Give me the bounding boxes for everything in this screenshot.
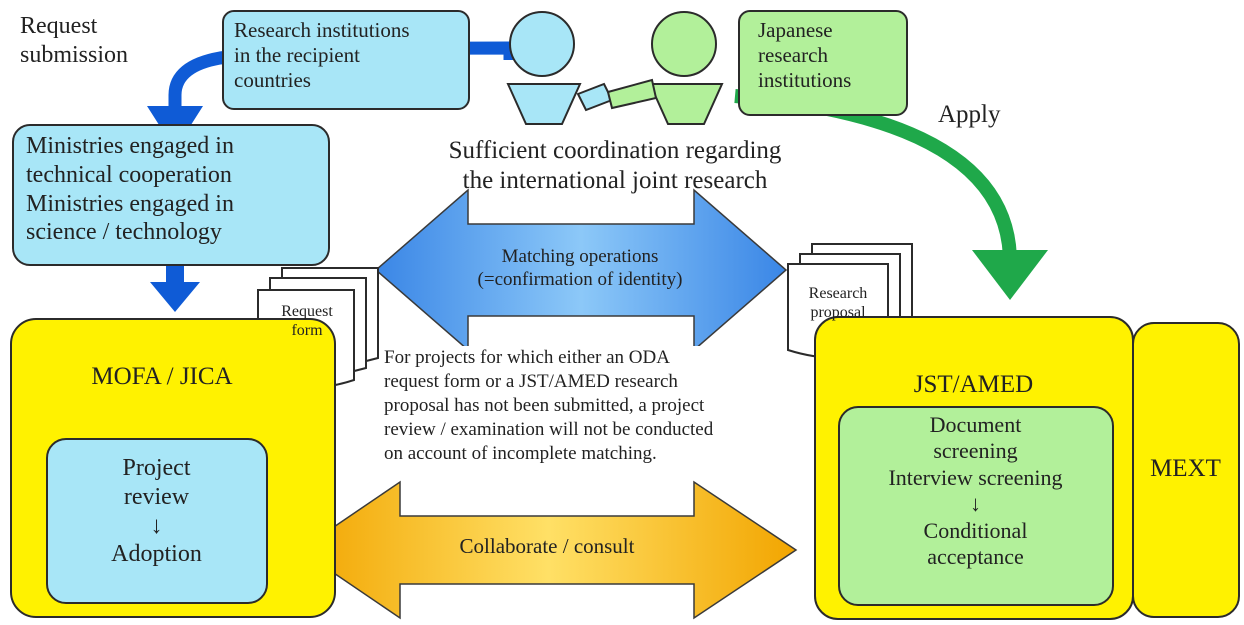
japanese-researcher-figure (648, 11, 724, 125)
ministries-text: Ministries engaged in technical cooperat… (26, 133, 234, 246)
screening-box: Document screening Interview screening ↓… (838, 406, 1114, 606)
recipient-institutions-box: Research institutions in the recipient c… (222, 10, 470, 110)
japanese-institutions-text: Japanese research institutions (758, 18, 852, 93)
ministries-box: Ministries engaged in technical cooperat… (12, 124, 330, 266)
collaborate-double-arrow (298, 480, 798, 620)
japanese-institutions-box: Japanese research institutions (738, 10, 908, 116)
collaborate-label: Collaborate / consult (459, 534, 635, 558)
request-submission-label: Request submission (20, 13, 129, 68)
screening-text: Document screening Interview screening ↓… (888, 412, 1063, 569)
apply-label: Apply (938, 101, 1001, 128)
recipient-researcher-figure (506, 11, 582, 125)
matching-double-arrow (374, 188, 788, 352)
ministries-to-mofa-shaft (166, 262, 184, 284)
apply-arrowhead (972, 250, 1048, 300)
handshake-icon (576, 78, 658, 112)
research-proposal-label: Research proposal (808, 285, 868, 322)
mofa-jica-box: MOFA / JICA Project review ↓ Adoption (10, 318, 336, 618)
mext-box: MEXT (1132, 322, 1240, 618)
request-form-label: Request form (281, 303, 333, 340)
ministries-to-mofa-arrowhead (150, 282, 200, 312)
mofa-jica-label: MOFA / JICA (91, 363, 233, 390)
project-review-box: Project review ↓ Adoption (46, 438, 268, 604)
recipient-institutions-text: Research institutions in the recipient c… (234, 18, 410, 93)
mext-label: MEXT (1150, 455, 1221, 482)
jst-amed-box: JST/AMED Document screening Interview sc… (814, 316, 1134, 620)
jst-amed-label: JST/AMED (913, 371, 1034, 398)
project-review-text: Project review ↓ Adoption (111, 455, 202, 568)
coordination-label: Sufficient coordination regarding the in… (448, 137, 782, 194)
matching-label: Matching operations (=confirmation of id… (477, 246, 683, 290)
incomplete-matching-note: For projects for which either an ODA req… (382, 346, 716, 466)
